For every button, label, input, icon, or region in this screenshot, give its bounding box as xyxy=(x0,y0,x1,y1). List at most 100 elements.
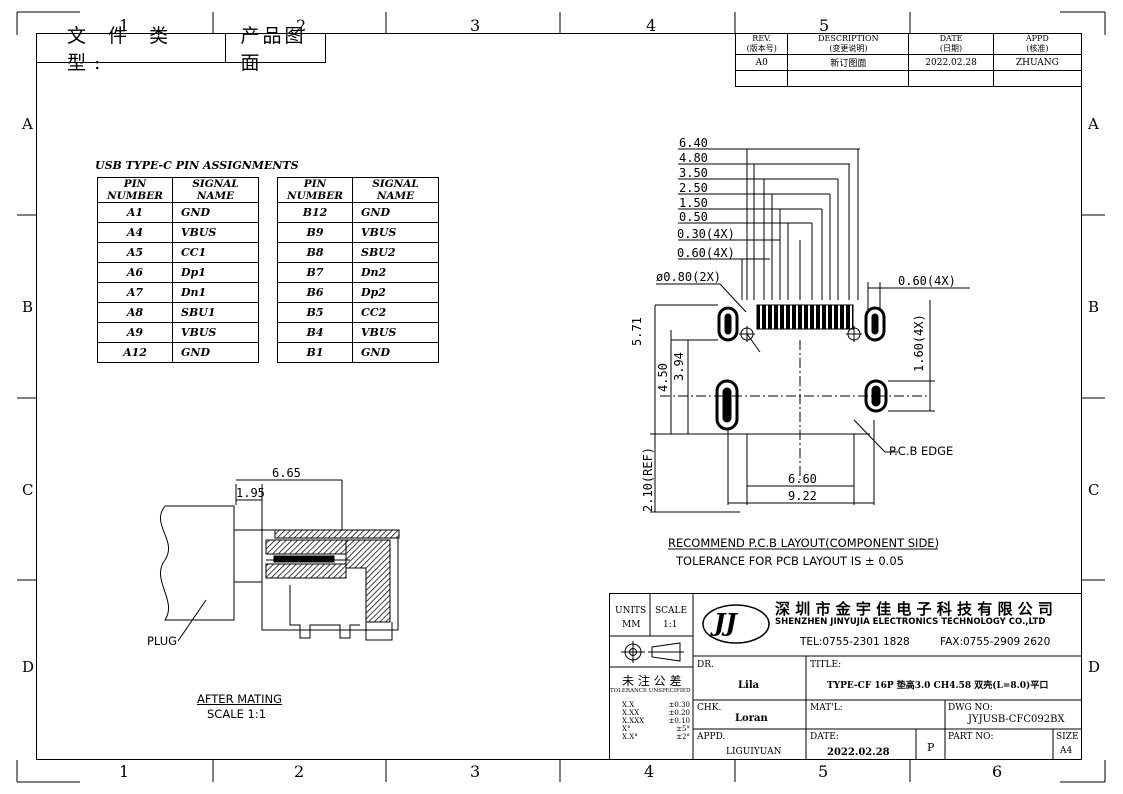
signal-cell: GND xyxy=(172,342,259,363)
plug-label: PLUG xyxy=(147,634,178,648)
tol-key: X.XXX xyxy=(622,717,645,725)
date-label: DATE: xyxy=(810,732,839,742)
zone-row-a-left: A xyxy=(22,115,33,133)
company-name-cn: 深 圳 市 金 宇 佳 电 子 科 技 有 限 公 司 xyxy=(775,600,1053,618)
size-label: SIZE xyxy=(1056,732,1079,742)
dim-1-50: 1.50 xyxy=(679,196,708,210)
zone-row-b-right: B xyxy=(1088,298,1100,316)
company-tel: TEL:0755-2301 1828 xyxy=(800,636,910,648)
zone-col-5-top: 5 xyxy=(819,16,830,35)
zone-row-b-left: B xyxy=(22,298,34,316)
tolerance-title-cn: 未 注 公 差 xyxy=(622,674,682,688)
pin-header: PIN NUMBER xyxy=(277,177,353,203)
company-fax: FAX:0755-2909 2620 xyxy=(940,636,1051,648)
pin-assignments-title: USB TYPE-C PIN ASSIGNMENTS xyxy=(95,159,299,172)
signal-cell: SBU2 xyxy=(352,242,439,263)
drawing-border xyxy=(36,33,1082,760)
drawn-by-value: Lila xyxy=(738,680,760,691)
signal-cell: SBU1 xyxy=(172,302,259,323)
dim-6-40: 6.40 xyxy=(679,136,708,150)
pcb-layout-caption: RECOMMEND P.C.B LAYOUT(COMPONENT SIDE) xyxy=(668,536,940,550)
zone-col-1-bottom: 1 xyxy=(119,762,130,781)
title-block xyxy=(609,593,1082,760)
zone-row-d-right: D xyxy=(1088,658,1101,676)
zone-col-3-bottom: 3 xyxy=(470,762,481,781)
pin-cell: A12 xyxy=(97,342,173,363)
signal-header: SIGNAL NAME xyxy=(172,177,259,203)
zone-row-d-left: D xyxy=(22,658,35,676)
zone-col-2-top: 2 xyxy=(296,16,307,35)
checked-by-label: CHK. xyxy=(697,703,722,713)
date-value: 2022.02.28 xyxy=(827,747,890,758)
rev-header-rev: REV. xyxy=(752,34,772,43)
drawing-number-label: DWG NO: xyxy=(948,703,993,713)
dim-3-50: 3.50 xyxy=(679,166,708,180)
drawn-by-label: DR. xyxy=(697,660,714,670)
rev-header-appd-cn: (核准) xyxy=(1026,44,1049,53)
zone-col-4-bottom: 4 xyxy=(644,762,655,781)
pcb-edge-label: P.C.B EDGE xyxy=(889,444,954,458)
company-name-en: SHENZHEN JINYUJIA ELECTRONICS TECHNOLOGY… xyxy=(775,617,1046,627)
approved-by-label: APPD. xyxy=(697,732,726,742)
p-mark: P xyxy=(927,741,935,754)
approved-by-value: LIGUIYUAN xyxy=(726,747,782,757)
zone-row-c-right: C xyxy=(1088,481,1100,499)
drawing-number-value: JYJUSB-CFC092BX xyxy=(968,714,1065,725)
rev-header-date: DATE xyxy=(939,34,963,43)
scale-label: SCALE xyxy=(655,606,688,616)
dim-hole-diameter: ø0.80(2X) xyxy=(656,270,722,284)
size-value: A4 xyxy=(1060,746,1073,756)
mating-scale: SCALE 1:1 xyxy=(207,707,267,721)
tol-key: X.XX xyxy=(622,709,640,717)
after-mating-caption: AFTER MATING xyxy=(197,692,283,706)
pin-header: PIN NUMBER xyxy=(97,177,173,203)
zone-col-6-bottom: 6 xyxy=(992,762,1003,781)
tol-value: ±2° xyxy=(676,733,690,741)
dim-right-0-60: 0.60(4X) xyxy=(898,274,956,288)
pin-cell: B1 xyxy=(277,342,353,363)
tol-value: ±5° xyxy=(676,725,690,733)
dim-0-60-4x: 0.60(4X) xyxy=(677,246,735,260)
checked-by-value: Loran xyxy=(735,713,768,724)
signal-cell: GND xyxy=(172,202,259,223)
rev-header-desc: DESCRIPTION xyxy=(818,34,879,43)
pin-cell: B7 xyxy=(277,262,353,283)
zone-col-5-bottom: 5 xyxy=(818,762,829,781)
revision-table: REV.(版本号) DESCRIPTION(变更说明) DATE(日期) APP… xyxy=(734,33,1083,87)
part-number-label: PART NO: xyxy=(948,732,994,742)
dim-6-65: 6.65 xyxy=(272,466,301,480)
tol-value: ±0.30 xyxy=(668,701,690,709)
tol-key: X.X xyxy=(622,701,635,709)
signal-cell: GND xyxy=(352,342,439,363)
pcb-tolerance-note: TOLERANCE FOR PCB LAYOUT IS ± 0.05 xyxy=(676,554,904,568)
dim-0-50: 0.50 xyxy=(679,210,708,224)
zone-col-3-top: 3 xyxy=(470,16,481,35)
tol-key: X.X° xyxy=(622,733,638,741)
rev-header-date-cn: (日期) xyxy=(939,44,963,53)
tol-value: ±0.20 xyxy=(668,709,690,717)
signal-header: SIGNAL NAME xyxy=(352,177,439,203)
tolerance-title-en: TOLERANCE UNSPECIFIED xyxy=(610,688,691,694)
zone-col-1-top: 1 xyxy=(119,16,130,35)
units-value: MM xyxy=(622,620,641,630)
dim-9-22: 9.22 xyxy=(788,489,817,503)
dim-0-30-4x: 0.30(4X) xyxy=(677,227,735,241)
dim-2-50: 2.50 xyxy=(679,181,708,195)
company-logo: JJ xyxy=(714,608,737,637)
tolerance-list: X.X±0.30 X.XX±0.20 X.XXX±0.10 X°±5° X.X°… xyxy=(622,701,690,741)
document-type-value: 产品图面 xyxy=(240,25,307,74)
document-type-box: 文 件 类 型: 产品图面 xyxy=(36,25,326,74)
signal-cell: VBUS xyxy=(172,322,259,343)
units-label: UNITS xyxy=(615,606,647,616)
